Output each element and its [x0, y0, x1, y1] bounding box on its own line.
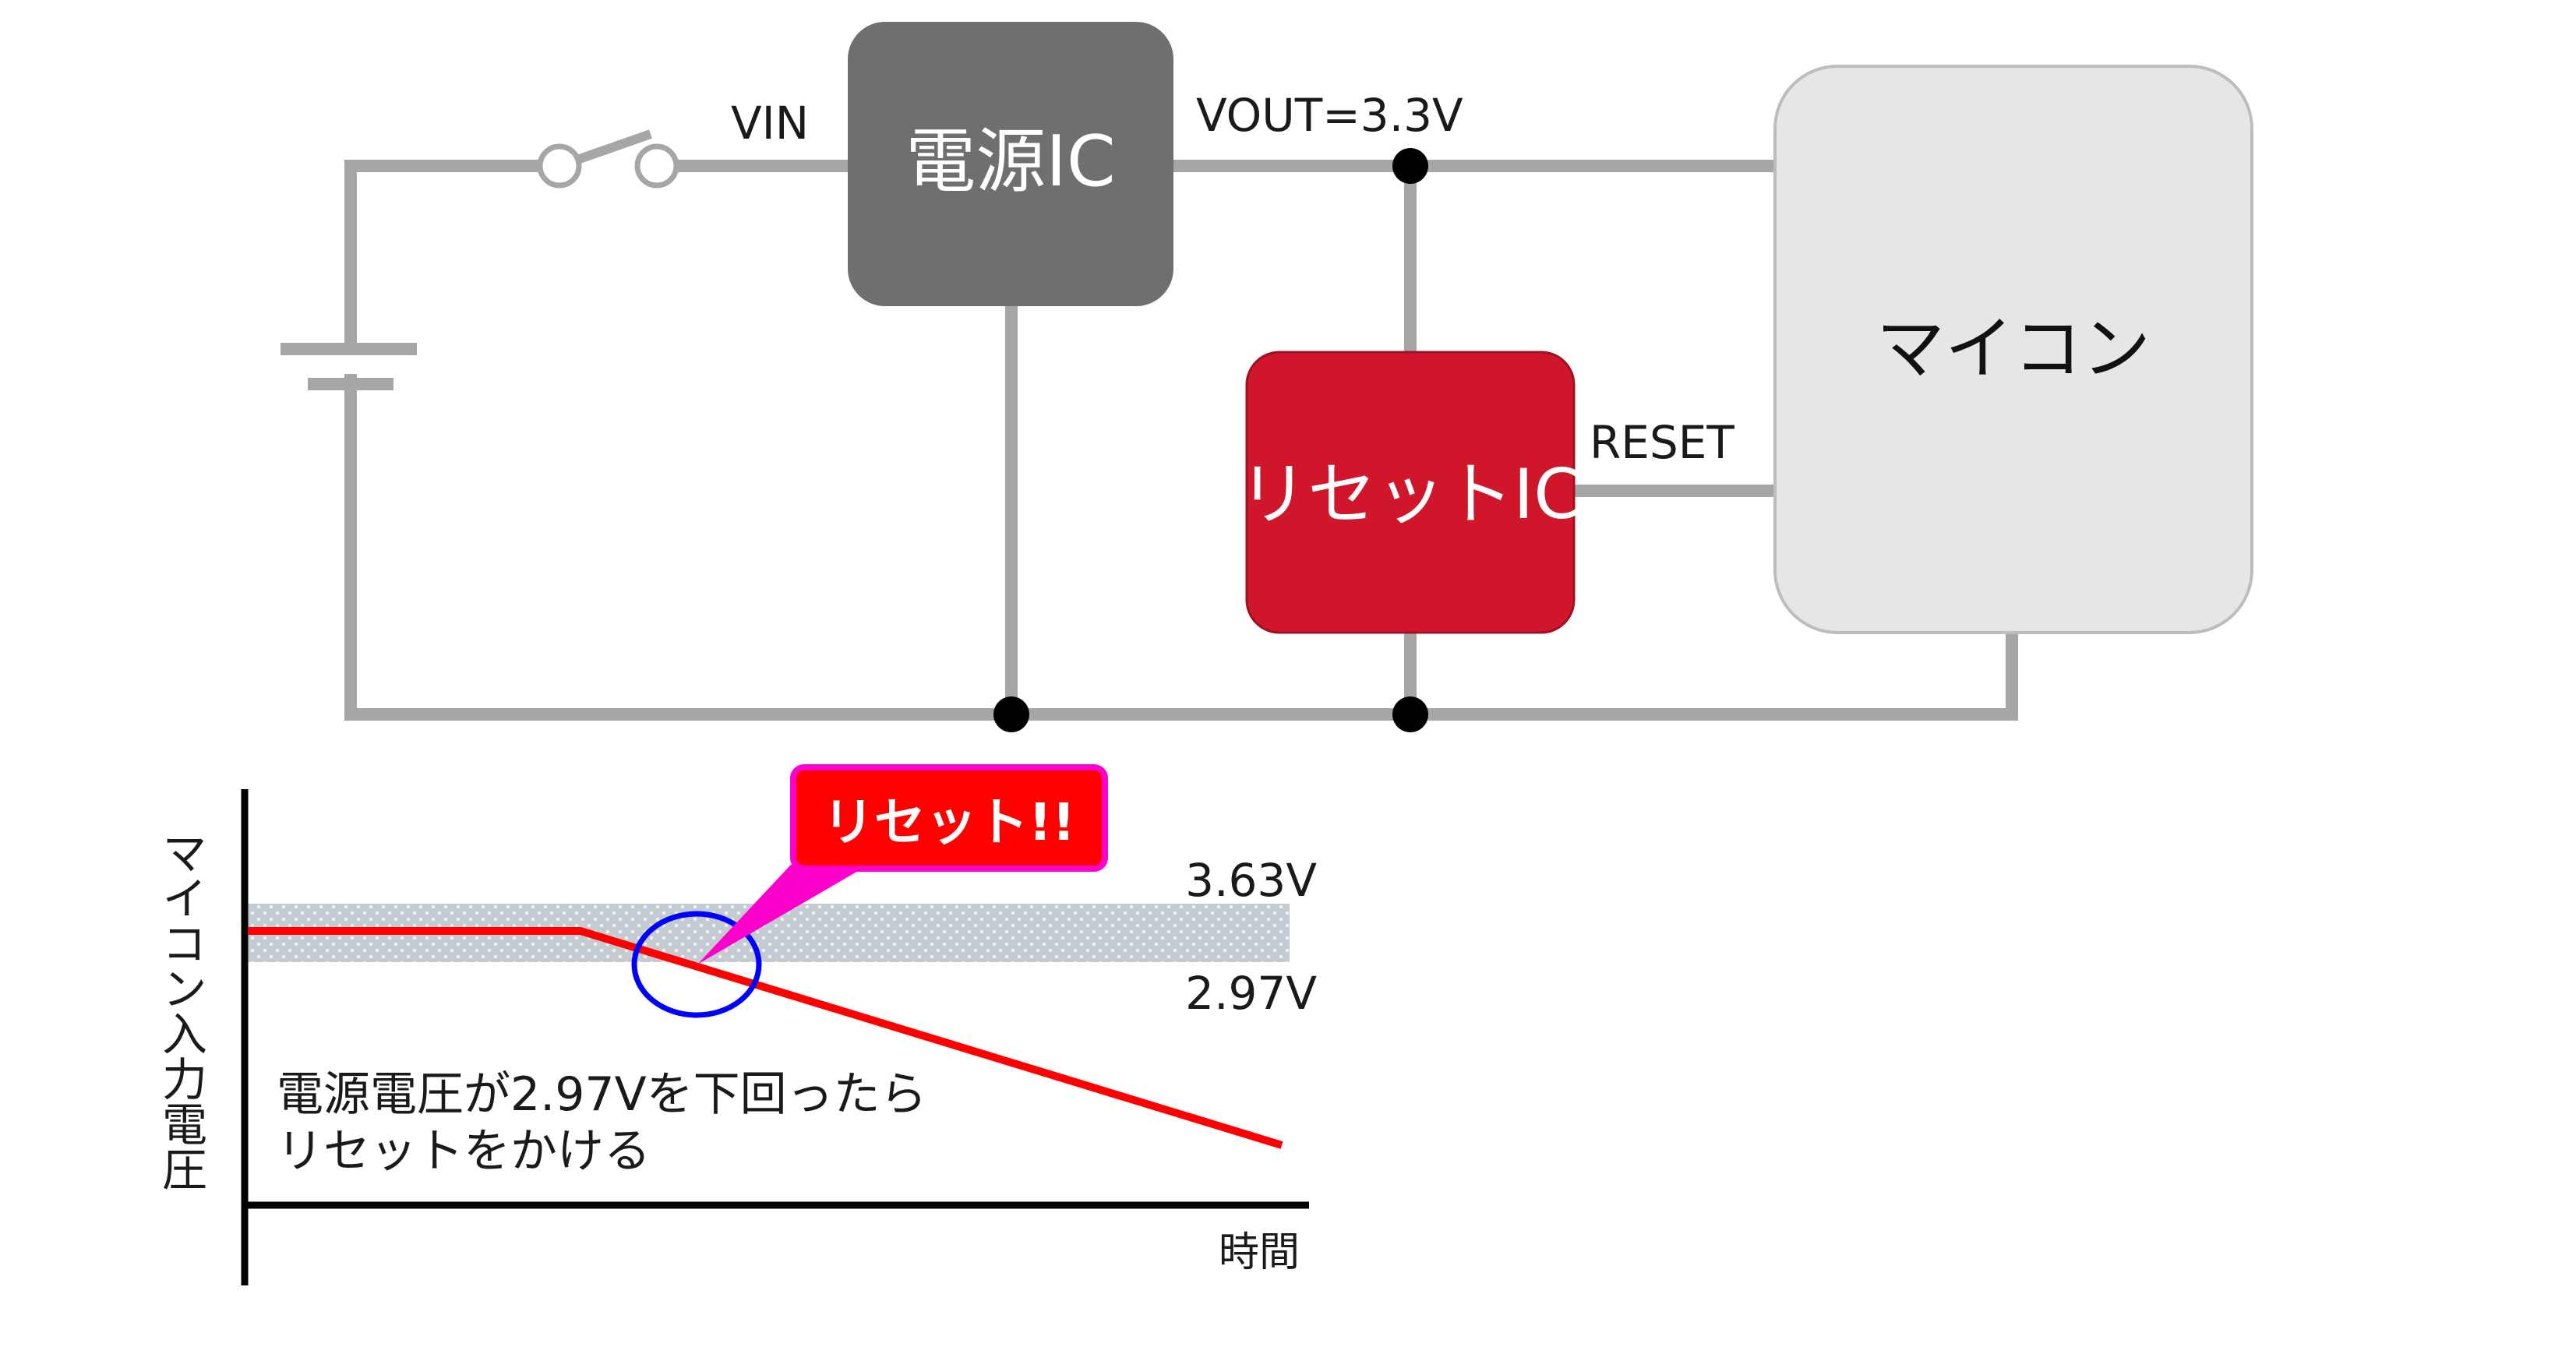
x-axis-label: 時間 [1219, 1229, 1300, 1276]
mcu-box [1773, 65, 2253, 634]
wire-battery-to-ground [344, 374, 2018, 721]
junction-dots [993, 148, 1428, 732]
callout-label: リセット!! [823, 792, 1075, 852]
reset-ic-block: リセットIC [1239, 351, 1582, 634]
callout-box [790, 764, 1108, 872]
switch-contact-left [537, 143, 582, 189]
junction-ground-reset-ic [1392, 696, 1428, 732]
reset-ic-label: リセットIC [1239, 454, 1581, 534]
vout-label: VOUT=3.3V [1196, 89, 1463, 142]
reset-signal-label: RESET [1590, 416, 1734, 469]
mcu-label: マイコン [1876, 309, 2151, 389]
junction-ground-power-ic [993, 696, 1029, 732]
junction-vout [1392, 148, 1428, 184]
graph-axes [241, 789, 1309, 1285]
vin-label: VIN [731, 97, 809, 150]
power-ic-label: 電源IC [905, 121, 1115, 203]
voltage-trace [248, 927, 1283, 1149]
callout-pointer [697, 865, 869, 964]
switch-contact-right [634, 143, 679, 189]
reset-ic-box [1245, 351, 1576, 634]
upper-limit-label: 3.63V [1185, 854, 1317, 907]
lower-limit-label: 2.97V [1185, 967, 1317, 1020]
switch-symbol [537, 129, 679, 189]
power-ic-box [848, 22, 1173, 306]
reset-callout: リセット!! [697, 764, 1108, 964]
annotation-line-1: 電源電圧が2.97Vを下回ったら [277, 1067, 927, 1122]
annotation-line-2: リセットをかける [277, 1124, 651, 1179]
y-axis-label: マイコン入力電圧 [154, 830, 207, 1191]
reset-point-highlight [631, 911, 762, 1018]
power-ic-block: 電源IC [848, 22, 1173, 306]
battery-symbol [281, 343, 417, 390]
circuit-wires [344, 160, 2018, 721]
wire-battery-to-switch [344, 160, 566, 355]
mcu-block: マイコン [1773, 65, 2253, 634]
